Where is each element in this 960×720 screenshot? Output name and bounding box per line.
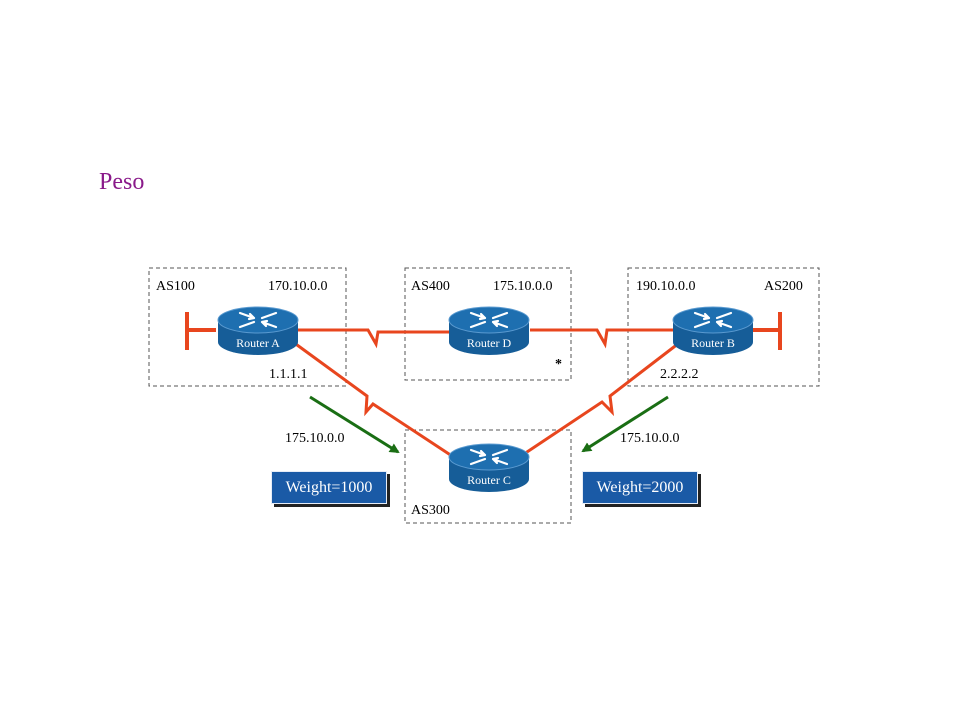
weight-box-right: Weight=2000 [582, 471, 698, 504]
page-title: Peso [99, 169, 145, 195]
router-a-icon [217, 306, 299, 355]
router-c-icon [448, 443, 530, 492]
router-b-label: Router B [691, 336, 735, 350]
as400-network-label: 175.10.0.0 [493, 279, 553, 294]
router-a-ip-label: 1.1.1.1 [269, 367, 308, 382]
router-c-label: Router C [467, 473, 511, 487]
router-b-icon [672, 306, 754, 355]
link-a-d [290, 328, 450, 349]
router-d-label: Router D [466, 336, 512, 350]
advert-arrow-right [581, 395, 669, 453]
as400-label: AS400 [411, 279, 450, 294]
link-b-c [514, 338, 684, 462]
as300-box [404, 429, 572, 524]
as200-label: AS200 [764, 279, 803, 294]
right-advertised-network-label: 175.10.0.0 [620, 431, 680, 446]
advert-arrow-left [309, 395, 400, 454]
as400-box [404, 267, 572, 381]
as100-box [148, 267, 347, 387]
lan-segment-left [185, 312, 216, 350]
as100-label: AS100 [156, 279, 195, 294]
left-advertised-network-label: 175.10.0.0 [285, 431, 345, 446]
router-b-ip-label: 2.2.2.2 [660, 367, 699, 382]
lan-segment-right [752, 312, 782, 350]
weight-box-left: Weight=1000 [271, 471, 387, 504]
link-d-b [530, 328, 675, 349]
router-a-label: Router A [236, 336, 280, 350]
best-path-marker: * [555, 357, 562, 372]
as100-network-label: 170.10.0.0 [268, 279, 328, 294]
router-d-icon [448, 306, 530, 355]
link-a-c [292, 340, 453, 458]
as300-label: AS300 [411, 503, 450, 518]
as200-network-label: 190.10.0.0 [636, 279, 696, 294]
